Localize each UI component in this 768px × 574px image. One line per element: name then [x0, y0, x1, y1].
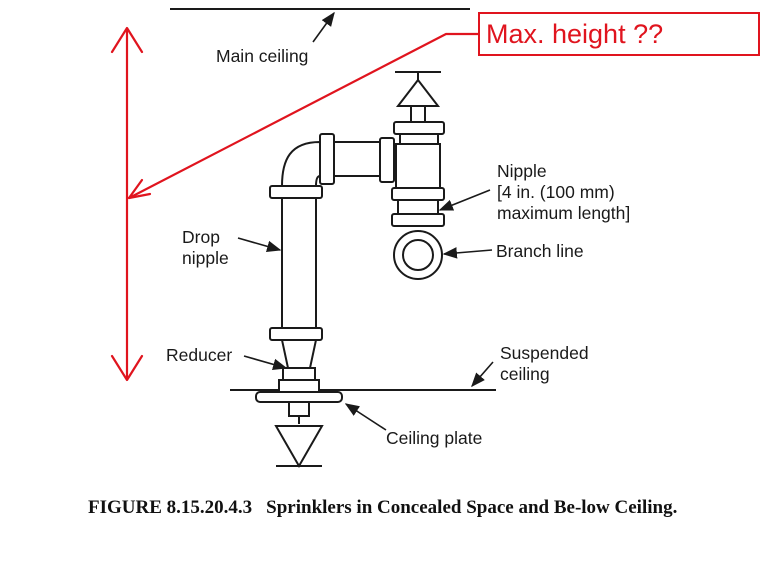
reducer-label: Reducer	[166, 345, 232, 365]
nipple-label-line3: maximum length]	[497, 203, 630, 223]
branch-line-leader	[442, 247, 493, 259]
max-height-note-box: Max. height ??	[478, 12, 760, 56]
ceiling-plate-leader	[344, 403, 387, 431]
main-ceiling-label: Main ceiling	[216, 46, 308, 66]
nipple-label-line1: Nipple	[497, 161, 547, 181]
pointer-arrow-head	[127, 178, 152, 200]
main-ceiling-leader	[312, 11, 335, 43]
drop-nipple-label-line1: Drop	[182, 227, 220, 247]
height-arrow-top-head	[110, 26, 144, 54]
drop-nipple-label-line2: nipple	[182, 248, 229, 268]
figure-number: FIGURE 8.15.20.4.3	[88, 497, 253, 518]
nipple-label-line2: [4 in. (100 mm)	[497, 182, 615, 202]
ceiling-plate-label: Ceiling plate	[386, 428, 482, 448]
height-arrow-bottom-head	[110, 354, 144, 382]
suspended-ceiling-leader	[471, 361, 494, 388]
pointer-line	[127, 32, 480, 200]
max-height-note-text: Max. height ??	[486, 19, 664, 49]
suspended-ceiling-label-line2: ceiling	[500, 364, 550, 384]
branch-line-label: Branch line	[496, 241, 584, 261]
figure-caption: FIGURE 8.15.20.4.3 Sprinklers in Conceale…	[88, 496, 738, 520]
figure-title: Sprinklers in Concealed Space and Be-low…	[266, 497, 678, 518]
upright-sprinkler	[395, 71, 441, 123]
red-annotation	[110, 26, 480, 382]
suspended-ceiling-label-line1: Suspended	[500, 343, 589, 363]
drop-nipple-leader	[237, 237, 282, 252]
nipple-leader	[438, 189, 491, 211]
pipe-assembly	[255, 121, 445, 469]
reducer-leader	[243, 355, 288, 370]
